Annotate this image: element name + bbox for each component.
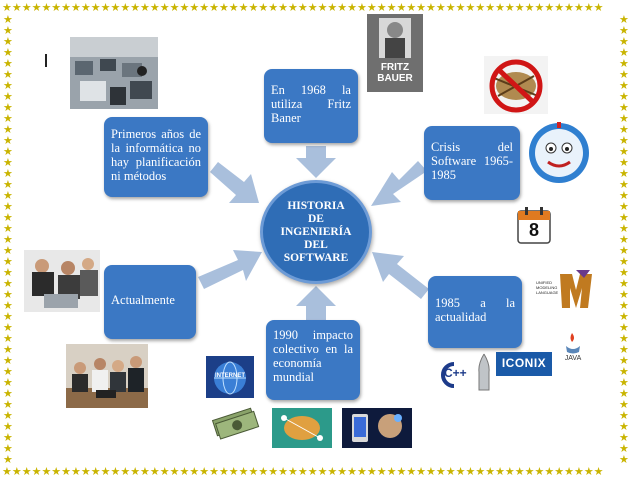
brain-network-image [272,408,332,448]
arrow-right [371,161,427,206]
team-laptop-photo-image [24,250,100,312]
clock-face-icon [529,122,589,183]
arrow-bottom-right [372,252,429,299]
calendar-icon: 8 [516,205,552,245]
node-1985-present: 1985 a la actualidad [428,276,522,348]
book-title-line1: FRITZ [380,62,410,73]
arrow-left [198,250,262,289]
money-bills-image [208,404,260,440]
uml-label: UNIFIED MODELING LANGUAGE [536,280,559,295]
cpp-logo-icon: C++ [434,360,472,390]
node-1968-fritz: En 1968 la utiliza Fritz Baner [264,69,358,143]
prohibited-bug-icon [484,56,548,114]
office-photo-image [70,37,158,109]
center-line-1: HISTORIA [287,199,345,212]
java-label: JAVA [564,355,582,362]
internet-label: INTERNET [215,373,245,379]
phone-hand-image [342,408,412,448]
java-logo-icon: JAVA [560,330,586,366]
node-1968-fritz-text: En 1968 la utiliza Fritz Baner [271,83,351,125]
center-line-2: DE [308,212,324,225]
star-border-bottom: ★★★★★★★★★★★★★★★★★★★★★★★★★★★★★★★★★★★★★★★★… [2,466,604,478]
center-line-5: SOFTWARE [283,251,349,264]
star-border-left: ★★★★★★★★★★★★★★★★★★★★★★★★★★★★★★★★★★★★★★★★… [3,14,13,466]
cpp-label: C++ [444,366,467,380]
business-meeting-photo-image [66,344,148,408]
calendar-number: 8 [528,220,539,240]
node-1985-present-text: 1985 a la actualidad [435,296,515,324]
node-1990-text: 1990 impacto colectivo en la economía mu… [273,328,353,384]
arrow-top-left [210,162,259,203]
arrow-bottom [296,286,336,321]
uml-logo-image: UNIFIED MODELING LANGUAGE [536,268,594,314]
iconix-label: ICONIX [501,356,547,370]
internet-globe-icon: INTERNET [206,356,254,398]
fritz-bauer-book-image: FRITZ BAUER [367,14,423,92]
book-title-line2: BAUER [377,73,413,84]
node-actualmente-text: Actualmente [111,293,175,307]
star-border-top: ★★★★★★★★★★★★★★★★★★★★★★★★★★★★★★★★★★★★★★★★… [2,2,604,14]
center-node: HISTORIA DE INGENIERÍA DEL SOFTWARE [260,180,372,284]
node-1990: 1990 impacto colectivo en la economía mu… [266,320,360,400]
node-software-crisis-text: Crisis del Software 1965-1985 [431,140,513,182]
star-border-right: ★★★★★★★★★★★★★★★★★★★★★★★★★★★★★★★★★★★★★★★★… [619,14,629,466]
node-early-years-text: Primeros años de la informática no hay p… [111,127,201,183]
node-actualmente: Actualmente [104,265,196,339]
node-software-crisis: Crisis del Software 1965-1985 [424,126,520,200]
iconix-logo-image: ICONIX [496,352,552,376]
text-cursor [45,54,47,67]
center-line-4: DEL [304,238,328,251]
arrow-top [296,146,336,178]
bullet-icon [478,353,490,391]
center-line-3: INGENIERÍA [280,225,352,238]
node-early-years: Primeros años de la informática no hay p… [104,117,208,197]
